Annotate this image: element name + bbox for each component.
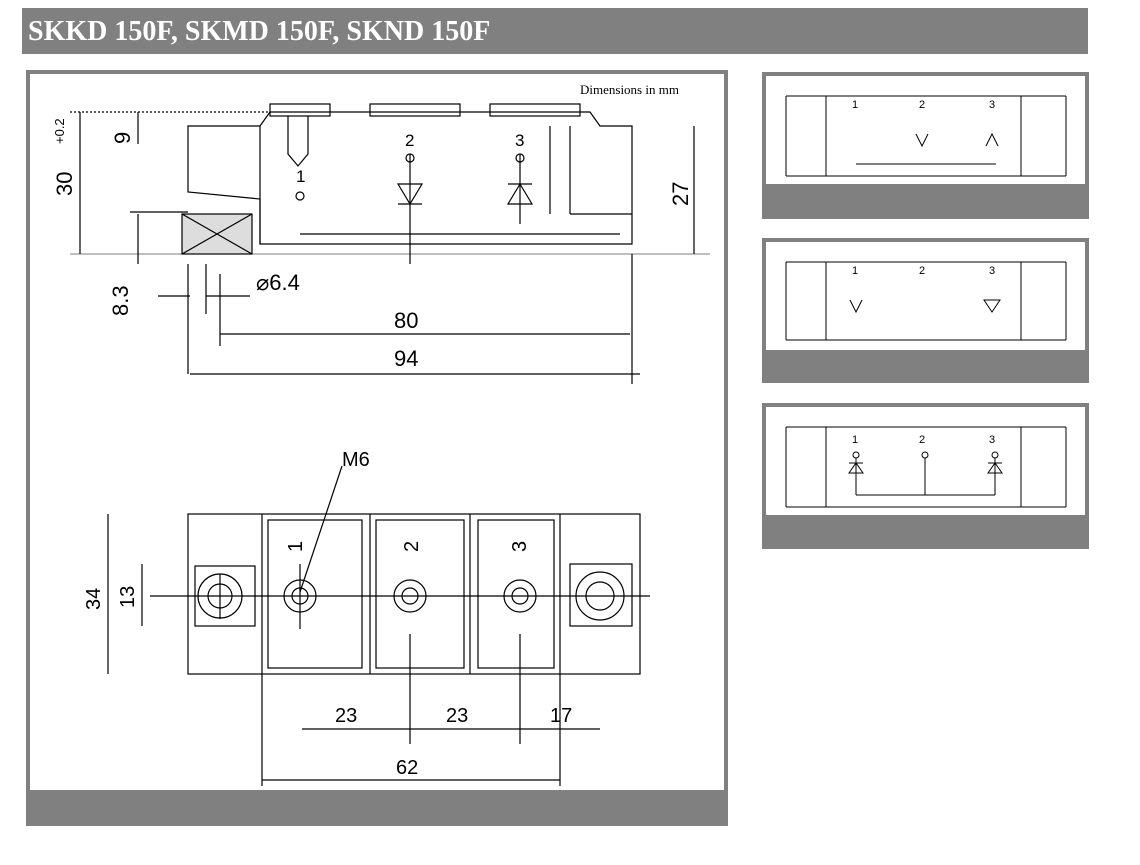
- variant3-pin-2: 2: [919, 434, 925, 446]
- top-pin-1: 1: [285, 541, 307, 552]
- variant-panel-skkd: 1 2 3: [762, 72, 1089, 219]
- dim-94: 94: [394, 346, 418, 371]
- variant2-pin-3: 3: [989, 265, 995, 277]
- side-pin-2: 2: [405, 131, 414, 150]
- variant-schematic-1: 1 2 3: [785, 95, 1067, 177]
- top-view-outline: [187, 513, 641, 675]
- dim-30-tolerance: +0.2: [52, 118, 67, 144]
- variant3-pin-1: 1: [852, 434, 858, 446]
- dim-6-4: ⌀6.4: [256, 270, 300, 295]
- dim-27: 27: [668, 182, 693, 206]
- dim-9: 9: [110, 132, 135, 144]
- variant1-pin-1: 1: [852, 99, 858, 111]
- dimension-drawing: Dimensions in mm 1 2 3 30 +0.2 9 8.3 27 …: [52, 82, 710, 786]
- main-drawing-panel: Dimensions in mm 1 2 3 30 +0.2 9 8.3 27 …: [26, 70, 728, 826]
- variant2-pin-1: 1: [852, 265, 858, 277]
- variant-schematic-2: 1 2 3: [785, 261, 1067, 341]
- variant1-pin-2: 2: [919, 99, 925, 111]
- top-pin-3: 3: [509, 541, 531, 552]
- dim-13: 13: [117, 586, 139, 608]
- variant-schematic-3: 1 2 3: [785, 426, 1067, 508]
- variant2-pin-2: 2: [919, 265, 925, 277]
- dim-23-left: 23: [335, 705, 357, 727]
- top-pin-2: 2: [401, 541, 423, 552]
- dim-17: 17: [550, 705, 572, 727]
- variant1-pin-3: 3: [989, 99, 995, 111]
- dim-62: 62: [396, 757, 418, 779]
- variant-panel-skmd: 1 2 3: [762, 238, 1089, 383]
- variant3-pin-3: 3: [989, 434, 995, 446]
- dim-m6: M6: [342, 449, 370, 471]
- page-title: SKKD 150F, SKMD 150F, SKND 150F: [22, 8, 1088, 54]
- dim-30: 30: [52, 172, 77, 196]
- dim-8-3: 8.3: [108, 285, 133, 316]
- dim-34: 34: [83, 588, 105, 610]
- dimensions-note: Dimensions in mm: [580, 82, 679, 97]
- side-pin-3: 3: [515, 131, 524, 150]
- dim-80: 80: [394, 308, 418, 333]
- side-view-outline: [187, 111, 633, 245]
- dim-23-right: 23: [446, 705, 468, 727]
- variant-panel-sknd: 1 2 3: [762, 403, 1089, 549]
- side-pin-1: 1: [296, 167, 305, 186]
